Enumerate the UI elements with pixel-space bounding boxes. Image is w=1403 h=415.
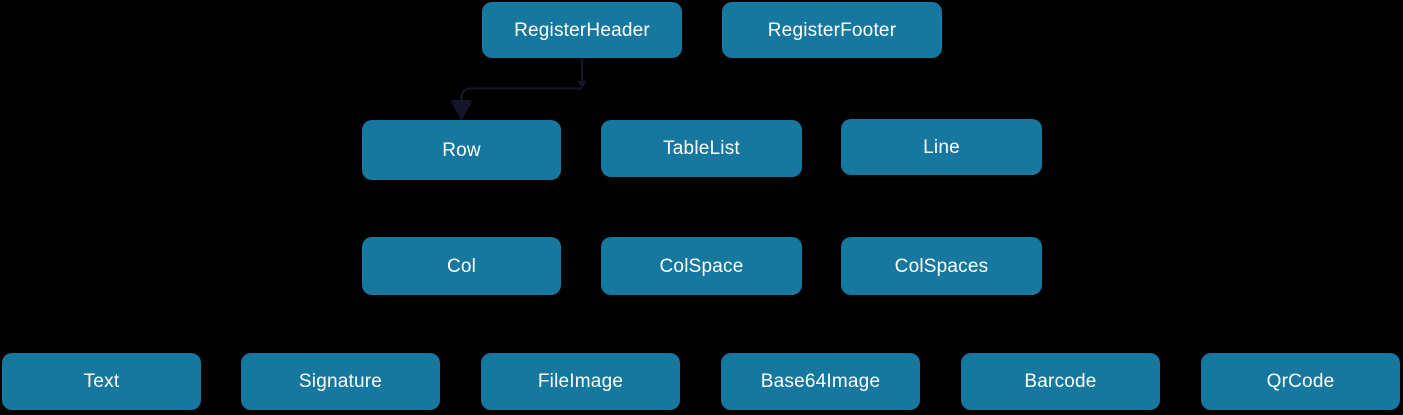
node-register-footer[interactable]: RegisterFooter <box>722 2 942 58</box>
edge-register-header-to-row <box>450 57 587 121</box>
node-label-text: Text <box>83 371 120 392</box>
node-label-col-space: ColSpace <box>659 255 744 277</box>
node-label-base64-image: Base64Image <box>760 371 881 392</box>
node-qr-code[interactable]: QrCode <box>1201 353 1400 410</box>
node-label-row: Row <box>442 139 481 161</box>
node-row[interactable]: Row <box>362 120 561 180</box>
node-barcode[interactable]: Barcode <box>961 353 1160 410</box>
node-label-table-list: TableList <box>663 138 740 159</box>
node-table-list[interactable]: TableList <box>601 120 802 177</box>
node-col[interactable]: Col <box>362 237 561 295</box>
node-line[interactable]: Line <box>841 119 1042 175</box>
node-col-space[interactable]: ColSpace <box>601 237 802 295</box>
node-label-register-header: RegisterHeader <box>514 19 650 41</box>
node-col-spaces[interactable]: ColSpaces <box>841 237 1042 295</box>
node-label-signature: Signature <box>298 371 383 392</box>
node-file-image[interactable]: FileImage <box>481 353 680 410</box>
node-base64-image[interactable]: Base64Image <box>721 353 920 410</box>
node-label-barcode: Barcode <box>1024 371 1097 392</box>
node-label-register-footer: RegisterFooter <box>767 19 897 41</box>
node-signature[interactable]: Signature <box>241 353 440 410</box>
node-text[interactable]: Text <box>2 353 201 410</box>
node-register-header[interactable]: RegisterHeader <box>482 2 682 58</box>
edge-segment-horizontal <box>460 87 582 106</box>
node-label-qr-code: QrCode <box>1266 371 1335 392</box>
node-label-file-image: FileImage <box>537 371 624 392</box>
edge-arrowhead-row <box>450 100 473 121</box>
node-label-line: Line <box>923 136 960 158</box>
edge-junction-arrowhead <box>577 81 587 89</box>
node-label-col: Col <box>446 255 477 277</box>
node-label-col-spaces: ColSpaces <box>894 255 989 277</box>
